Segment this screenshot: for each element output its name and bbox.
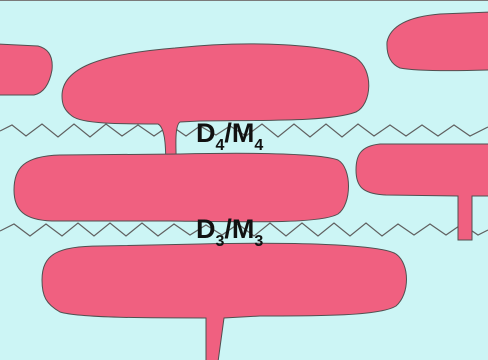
label-upper-d: D — [196, 118, 216, 148]
label-d3-m3: D3/M3 — [196, 216, 263, 243]
label-lower-m: M — [232, 214, 255, 244]
cell-middle-left — [14, 153, 349, 222]
label-d4-m4: D4/M4 — [196, 120, 263, 147]
label-lower-d: D — [196, 214, 216, 244]
label-upper-separator: / — [224, 118, 232, 148]
label-upper-m: M — [232, 118, 255, 148]
label-lower-m-subscript: 3 — [254, 233, 263, 250]
label-upper-m-subscript: 4 — [254, 137, 263, 154]
label-lower-separator: / — [224, 214, 232, 244]
cell-top-left — [0, 44, 52, 95]
